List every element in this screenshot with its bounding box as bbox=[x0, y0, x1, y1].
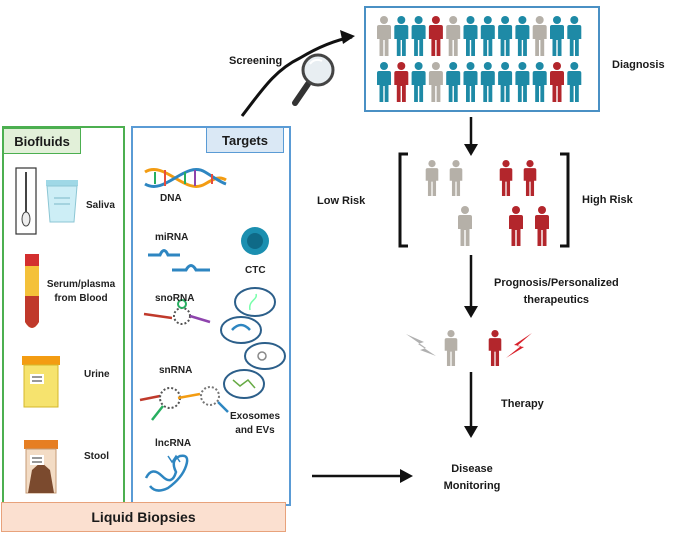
person-figure bbox=[411, 62, 426, 102]
person-figure bbox=[498, 16, 513, 56]
person-figure bbox=[498, 62, 513, 102]
person-figure bbox=[377, 16, 391, 56]
arrow-head bbox=[464, 144, 478, 156]
dna-icon bbox=[144, 168, 227, 188]
arrow-head bbox=[464, 306, 478, 318]
person-figure bbox=[550, 62, 564, 102]
person-figure bbox=[428, 16, 443, 56]
therapy-high-risk-person bbox=[488, 330, 502, 366]
dna-label: DNA bbox=[160, 193, 182, 204]
therapy-label: Therapy bbox=[501, 398, 544, 410]
urine-cup-icon bbox=[22, 356, 60, 408]
arrow-head bbox=[464, 426, 478, 438]
blood-tube-icon bbox=[25, 254, 39, 328]
ctc-cell-icon bbox=[241, 227, 269, 255]
low-risk-person bbox=[449, 160, 463, 196]
person-figure bbox=[411, 16, 426, 56]
person-figure bbox=[532, 62, 547, 102]
person-figure bbox=[515, 62, 530, 102]
liquid-biopsies-banner: Liquid Biopsies bbox=[1, 502, 286, 532]
high-risk-person bbox=[509, 206, 523, 246]
targets-header: Targets bbox=[206, 127, 284, 153]
arrow-head bbox=[400, 469, 413, 483]
person-figure bbox=[480, 62, 495, 102]
low-risk-person bbox=[458, 206, 472, 246]
low-risk-person bbox=[425, 160, 439, 196]
diagnosis-label: Diagnosis bbox=[612, 59, 665, 71]
urine-label: Urine bbox=[84, 369, 110, 380]
person-figure bbox=[550, 16, 564, 56]
person-figure bbox=[446, 16, 461, 56]
high-risk-bracket bbox=[560, 152, 570, 248]
grey-lightning-icon bbox=[406, 334, 436, 356]
low-risk-label: Low Risk bbox=[317, 195, 366, 207]
stool-label: Stool bbox=[84, 451, 109, 462]
lncrna-label: lncRNA bbox=[155, 438, 192, 449]
therapy-low-risk-person bbox=[444, 330, 458, 366]
swab-icon bbox=[15, 167, 37, 235]
person-figure bbox=[428, 62, 443, 102]
lncrna-icon bbox=[144, 454, 189, 492]
saliva-cup-icon bbox=[46, 180, 78, 223]
high-risk-label: High Risk bbox=[582, 194, 633, 206]
diagnosis-population-box bbox=[364, 6, 600, 112]
snorna-label: snoRNA bbox=[155, 293, 195, 304]
person-figure bbox=[515, 16, 530, 56]
high-risk-person bbox=[523, 160, 537, 196]
saliva-label: Saliva bbox=[86, 200, 115, 211]
mirna-icon bbox=[148, 249, 210, 272]
exosomes-label: Exosomes and EVs bbox=[229, 411, 281, 436]
high-risk-person bbox=[499, 160, 513, 196]
person-figure bbox=[463, 16, 478, 56]
snrna-icon bbox=[139, 386, 229, 421]
snrna-label: snRNA bbox=[159, 365, 193, 376]
serum-plasma-label: Serum/plasma from Blood bbox=[46, 279, 116, 304]
person-figure bbox=[480, 16, 495, 56]
low-risk-bracket bbox=[398, 152, 408, 248]
person-figure bbox=[446, 62, 461, 102]
person-figure bbox=[394, 16, 409, 56]
mirna-label: miRNA bbox=[155, 232, 189, 243]
ctc-label: CTC bbox=[245, 265, 266, 276]
person-figure bbox=[377, 62, 391, 102]
exosome-icons bbox=[220, 287, 286, 399]
person-figure bbox=[567, 62, 582, 102]
person-figure bbox=[532, 16, 547, 56]
snorna-icon bbox=[143, 299, 211, 325]
screening-label: Screening bbox=[229, 55, 283, 67]
stool-cup-icon bbox=[24, 440, 58, 494]
biofluids-header: Biofluids bbox=[3, 128, 81, 154]
person-figure bbox=[394, 62, 409, 102]
prognosis-label: Prognosis/Personalized therapeutics bbox=[494, 277, 619, 306]
person-figure bbox=[463, 62, 478, 102]
person-figure bbox=[567, 16, 582, 56]
disease-monitoring-label: Disease Monitoring bbox=[443, 463, 501, 492]
high-risk-person bbox=[535, 206, 549, 246]
